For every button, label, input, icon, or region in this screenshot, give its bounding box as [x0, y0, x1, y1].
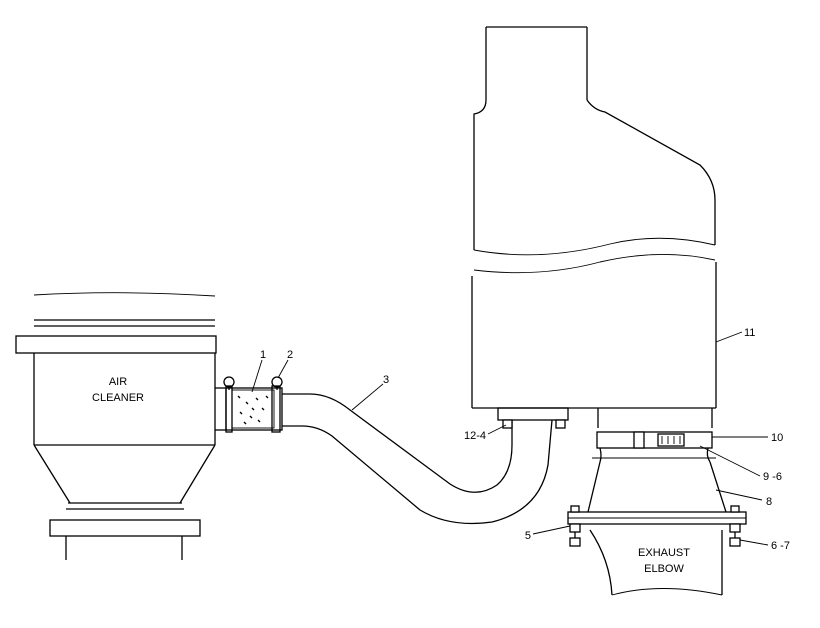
hose-coupling [223, 376, 283, 433]
callout-3: 3 [383, 374, 389, 386]
callout-11: 11 [744, 327, 755, 339]
callout-6-7: 6 -7 [771, 540, 790, 552]
callout-9-6: 9 -6 [763, 471, 782, 483]
exhaust-elbow: EXHAUST ELBOW [567, 505, 747, 596]
callout-1: 1 [260, 349, 266, 361]
callout-10: 10 [771, 432, 783, 444]
callout-5: 5 [525, 530, 531, 542]
adapter [587, 447, 727, 513]
callout-8: 8 [766, 496, 772, 508]
tube [282, 393, 553, 525]
band-clamp [596, 431, 713, 449]
air-cleaner-label-line1: AIR [109, 376, 127, 388]
exhaust-elbow-label-line1: EXHAUST [638, 547, 690, 559]
air-cleaner-label-line2: CLEANER [92, 392, 144, 404]
exhaust-stack [471, 26, 717, 429]
exhaust-elbow-label-line2: ELBOW [644, 563, 684, 575]
air-cleaner: AIR CLEANER [15, 292, 226, 560]
callout-12-4: 12-4 [464, 430, 486, 442]
callout-2: 2 [287, 349, 293, 361]
leader-lines [251, 331, 769, 546]
